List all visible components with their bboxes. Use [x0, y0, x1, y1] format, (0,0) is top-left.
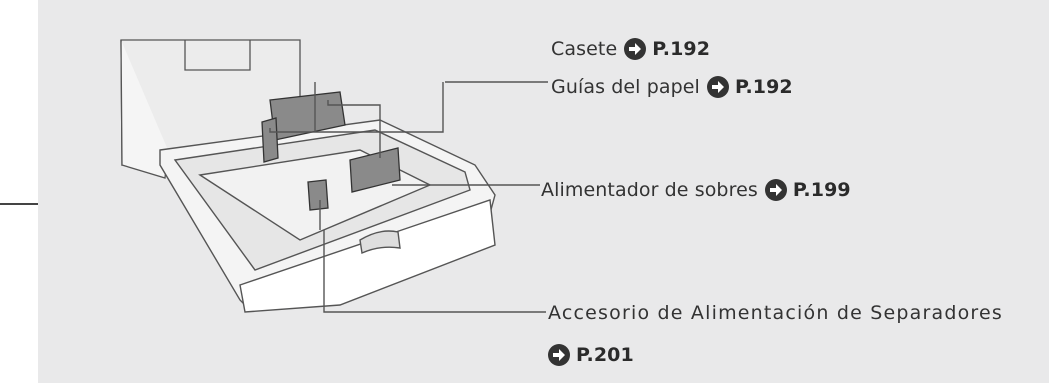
- callout-accesorio-page[interactable]: P.201: [576, 344, 634, 366]
- callout-alimentador-page[interactable]: P.199: [792, 179, 851, 201]
- callout-guias-page[interactable]: P.192: [734, 76, 793, 98]
- paper-guides: [261, 91, 401, 211]
- circle-arrow-right-icon: [548, 344, 570, 366]
- callout-accesorio-text: Accesorio de Alimentación de Separadores: [548, 302, 1003, 324]
- cassette-drawer: [159, 119, 496, 313]
- callout-accesorio: Accesorio de Alimentación de Separadores: [548, 302, 1003, 324]
- leader-lines: [269, 81, 548, 313]
- callout-guias: Guías del papel P.192: [551, 75, 793, 99]
- callout-alimentador-text: Alimentador de sobres: [541, 179, 758, 201]
- callout-guias-text: Guías del papel: [551, 76, 700, 98]
- callout-casete-text: Casete: [551, 38, 618, 60]
- circle-arrow-right-icon: [624, 38, 647, 60]
- circle-arrow-right-icon: [706, 76, 729, 98]
- callout-casete-page[interactable]: P.192: [652, 38, 711, 60]
- callout-alimentador: Alimentador de sobres P.199: [541, 178, 851, 202]
- callout-accesorio-ref: P.201: [546, 343, 634, 367]
- callout-casete: Casete P.192: [551, 37, 710, 61]
- margin-rule: [0, 203, 38, 205]
- circle-arrow-right-icon: [764, 179, 787, 201]
